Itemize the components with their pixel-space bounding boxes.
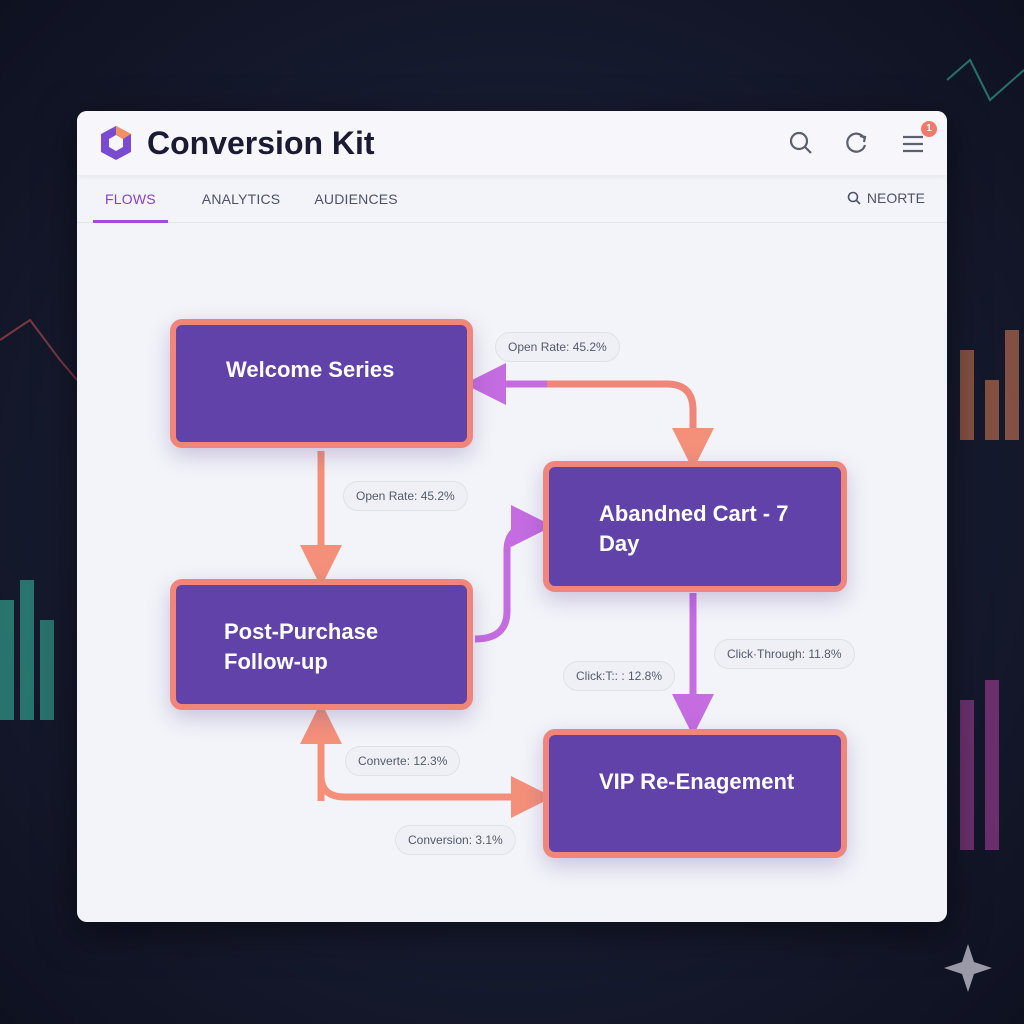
tab-audiences[interactable]: AUDIENCES <box>314 190 398 207</box>
refresh-icon <box>846 132 867 153</box>
app-header: Conversion Kit 1 <box>77 111 947 175</box>
node-label: VIP Re-Enagement <box>599 769 795 794</box>
flow-node-post-purchase[interactable]: Post-Purchase Follow-up <box>170 579 473 710</box>
app-title: Conversion Kit <box>147 124 375 161</box>
flow-connectors <box>300 363 714 922</box>
refresh-button[interactable] <box>843 129 871 157</box>
node-label: Post-Purchase Follow-up <box>224 619 379 674</box>
flow-node-abandoned-cart[interactable]: Abandned Cart - 7 Day <box>543 461 847 592</box>
search-icon <box>847 191 861 205</box>
metric-label: Open Rate: 45.2% <box>495 332 620 362</box>
flow-node-welcome-series[interactable]: Welcome Series <box>170 319 473 448</box>
tab-bar: FLOWS ANALYTICS AUDIENCES NEORTE <box>77 175 947 223</box>
metric-label: Converte: 12.3% <box>345 746 461 776</box>
tab-flows[interactable]: FLOWS <box>93 175 168 223</box>
tab-search[interactable]: NEORTE <box>847 190 925 206</box>
metric-label: Click:T:: : 12.8% <box>563 661 676 691</box>
tab-search-label: NEORTE <box>866 190 925 206</box>
search-icon <box>789 131 812 154</box>
metric-label: Conversion: 3.1% <box>395 825 516 855</box>
app-window: Conversion Kit 1 FLOWS ANALYTICS AUDIENC… <box>77 111 947 922</box>
logo-icon <box>101 126 131 160</box>
flow-node-vip[interactable]: VIP Re-Enagement <box>543 729 847 858</box>
notification-badge: 1 <box>921 121 937 137</box>
arrow-postpurchase-to-abandoned <box>474 505 553 643</box>
arrow-welcome-to-abandoned <box>485 380 714 470</box>
search-button[interactable] <box>787 129 815 157</box>
node-label: Welcome Series <box>226 357 395 382</box>
menu-icon <box>903 135 923 153</box>
node-label: Abandned Cart - 7 Day <box>599 501 789 556</box>
metric-label: Open Rate: 45.2% <box>343 481 468 511</box>
tab-analytics[interactable]: ANALYTICS <box>201 190 281 207</box>
menu-button[interactable]: 1 <box>899 121 937 157</box>
metric-label: Click·Through: 11.8% <box>714 639 855 669</box>
